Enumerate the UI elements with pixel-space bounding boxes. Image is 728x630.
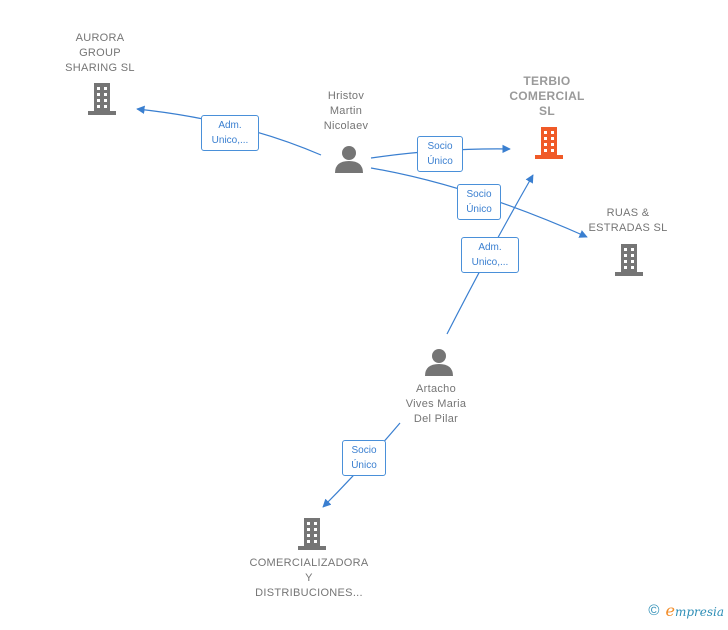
edge-label-hristov-terbio: Socio Único [417, 136, 463, 172]
artacho-person-icon [425, 349, 453, 376]
brand-logo-initial: e [665, 601, 675, 620]
edge-label-hristov-aurora: Adm. Unico,... [201, 115, 259, 151]
edge-label-artacho-terbio: Adm. Unico,... [461, 237, 519, 273]
comercializadora-building-icon [298, 518, 326, 550]
brand-logo-text: mpresia [674, 605, 724, 619]
copyright-notice: © empresia [648, 601, 724, 620]
node-label-hristov[interactable]: Hristov Martin Nicolaev [323, 90, 369, 132]
node-label-comercializadora[interactable]: COMERCIALIZADORA Y DISTRIBUCIONES... [249, 557, 369, 599]
ruas-building-icon [615, 244, 643, 276]
hristov-person-icon [335, 146, 363, 173]
edge-label-hristov-ruas: Socio Único [457, 184, 501, 220]
node-label-artacho[interactable]: Artacho Vives Maria Del Pilar [405, 383, 467, 425]
edge-label-artacho-comercializadora: Socio Único [342, 440, 386, 476]
node-label-ruas[interactable]: RUAS & ESTRADAS SL [588, 207, 668, 234]
terbio-building-icon [535, 127, 563, 159]
node-label-aurora[interactable]: AURORA GROUP SHARING SL [65, 32, 135, 74]
node-label-terbio[interactable]: TERBIO COMERCIAL SL [509, 74, 585, 118]
brand-logo[interactable]: empresia [665, 601, 724, 620]
copyright-icon: © [648, 602, 660, 619]
aurora-building-icon [88, 83, 116, 115]
building-icon [88, 83, 116, 115]
